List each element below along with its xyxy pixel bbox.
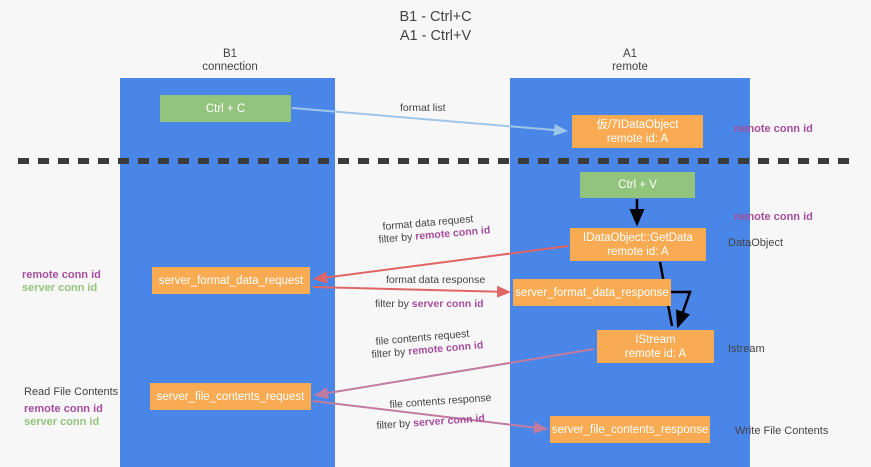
- node-ctrl-c-line-1: Ctrl + C: [205, 102, 246, 115]
- edge-label-format-data-response-filter: filter by server conn id: [375, 297, 484, 312]
- edge-label-fdres-filter-key: server conn id: [411, 298, 484, 310]
- node-server-format-data-request[interactable]: server_format_data_request: [152, 267, 310, 294]
- side-label-dataobject: DataObject: [728, 237, 784, 249]
- column-header-b1-role: connection: [202, 61, 258, 73]
- side-label-write-file-contents: Write File Contents: [735, 425, 829, 437]
- node-getdata-line-2: remote id: A: [607, 245, 669, 258]
- edge-label-format-data-response: format data response: [386, 274, 486, 286]
- column-header-b1: B1 connection: [150, 48, 310, 74]
- node-ctrl-c[interactable]: Ctrl + C: [160, 95, 291, 122]
- edge-label-fcres-filter-prefix: filter by: [376, 417, 414, 432]
- side-key-left-server-conn-id-2: server conn id: [24, 416, 100, 428]
- column-header-a1-role: remote: [612, 61, 648, 73]
- node-idataobject-line-1: 仮/7IDataObject: [596, 118, 679, 131]
- node-ctrl-v-line-1: Ctrl + V: [618, 179, 657, 191]
- edge-label-file-contents-response-filter: filter by server conn id: [376, 411, 485, 434]
- column-header-a1-name: A1: [622, 48, 638, 60]
- diagram-title: B1 - Ctrl+C A1 - Ctrl+V: [0, 8, 871, 46]
- edge-label-file-contents-response: file contents response: [389, 391, 492, 411]
- node-istream[interactable]: IStream remote id: A: [597, 330, 714, 363]
- node-server-file-contents-response-label: server_file_contents_response: [551, 423, 709, 436]
- side-key-left-server-conn-id-1: server conn id: [22, 282, 98, 294]
- side-key-remote-conn-id-top: remote conn id: [734, 123, 813, 135]
- side-label-istream: Istream: [728, 343, 765, 355]
- node-ctrl-v[interactable]: Ctrl + V: [580, 172, 695, 198]
- node-idataobject[interactable]: 仮/7IDataObject remote id: A: [572, 115, 703, 148]
- side-key-remote-conn-id-mid: remote conn id: [734, 211, 813, 223]
- side-key-left-remote-conn-id-2: remote conn id: [24, 403, 103, 415]
- node-getdata-line-1: IDataObject::GetData: [583, 231, 693, 244]
- diagram-title-line-2: A1 - Ctrl+V: [399, 28, 472, 44]
- node-istream-line-2: remote id: A: [624, 347, 687, 360]
- edge-label-format-list: format list: [400, 102, 446, 114]
- column-header-b1-name: B1: [222, 48, 238, 60]
- edge-label-fdres-filter-prefix: filter by: [375, 298, 412, 310]
- node-server-format-data-response-label: server_format_data_response: [515, 286, 669, 299]
- edge-label-fdr-filter-prefix: filter by: [378, 230, 416, 246]
- diagram-title-line-1: B1 - Ctrl+C: [399, 9, 472, 25]
- column-header-a1: A1 remote: [545, 48, 715, 74]
- node-idataobject-getdata[interactable]: IDataObject::GetData remote id: A: [570, 228, 706, 261]
- node-server-file-contents-request[interactable]: server_file_contents_request: [150, 383, 311, 410]
- edge-label-fcr-filter-prefix: filter by: [371, 345, 409, 361]
- node-idataobject-line-2: remote id: A: [606, 132, 669, 145]
- node-server-file-contents-response[interactable]: server_file_contents_response: [550, 416, 710, 443]
- edge-label-fcres-filter-key: server conn id: [412, 412, 486, 430]
- side-key-left-remote-conn-id-1: remote conn id: [22, 269, 101, 281]
- node-istream-line-1: IStream: [635, 333, 676, 346]
- node-server-format-data-request-label: server_format_data_request: [158, 274, 304, 287]
- node-server-format-data-response[interactable]: server_format_data_response: [513, 279, 671, 306]
- node-server-file-contents-request-label: server_file_contents_request: [156, 390, 305, 403]
- side-label-read-file-contents: Read File Contents: [24, 386, 119, 398]
